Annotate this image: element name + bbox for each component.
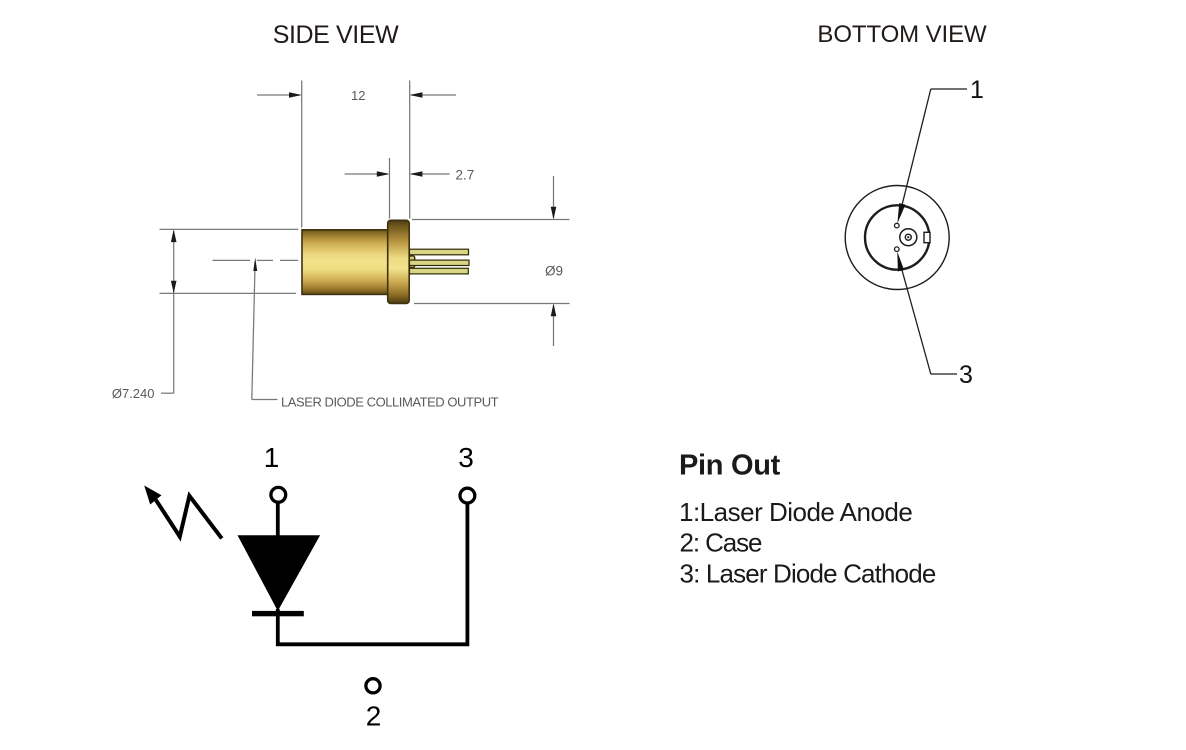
svg-text:1: 1 (264, 442, 280, 473)
svg-text:Ø9: Ø9 (545, 264, 563, 279)
svg-text:2: 2 (366, 701, 382, 732)
svg-text:Pin Out: Pin Out (679, 450, 781, 482)
svg-text:2: Case: 2: Case (680, 528, 763, 558)
svg-text:Ø7.240: Ø7.240 (112, 386, 155, 401)
svg-text:3: 3 (458, 442, 474, 473)
svg-text:3: 3 (959, 361, 973, 389)
svg-text:1:Laser Diode Anode: 1:Laser Diode Anode (679, 497, 912, 527)
svg-text:3: Laser Diode Cathode: 3: Laser Diode Cathode (680, 559, 936, 589)
svg-text:1: 1 (970, 76, 984, 104)
svg-text:SIDE VIEW: SIDE VIEW (273, 21, 399, 49)
svg-text:LASER DIODE COLLIMATED OUTPUT: LASER DIODE COLLIMATED OUTPUT (281, 395, 499, 410)
svg-text:BOTTOM VIEW: BOTTOM VIEW (817, 21, 987, 48)
svg-text:2.7: 2.7 (456, 168, 475, 183)
svg-text:12: 12 (351, 88, 365, 103)
